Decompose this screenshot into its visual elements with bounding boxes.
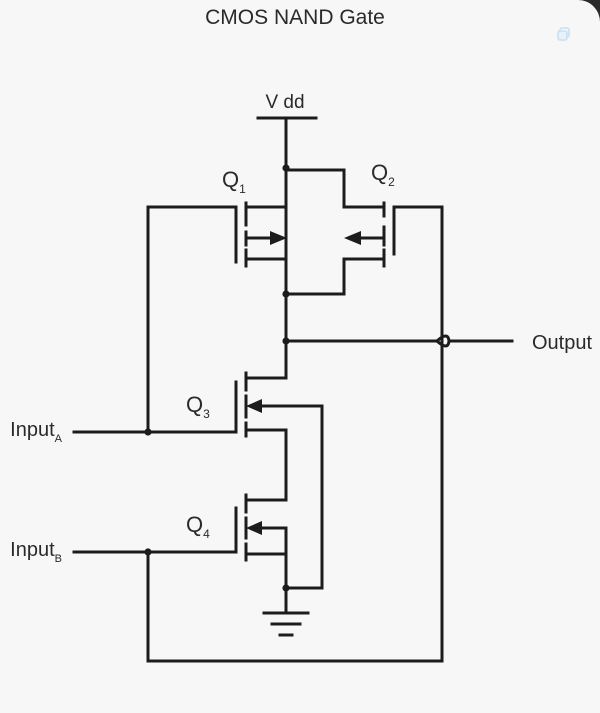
input-a-label: InputA [10, 419, 62, 445]
transistor-q1 [146, 168, 288, 299]
input-b [72, 548, 444, 663]
transistor-q2 [284, 168, 444, 663]
transistor-q3 [146, 205, 324, 590]
output-label: Output [532, 332, 592, 354]
q1-label: Q1 [222, 167, 246, 196]
q4-label: Q4 [186, 512, 210, 541]
output-node [282, 292, 514, 380]
q2-label: Q2 [371, 160, 395, 189]
copy-icon[interactable] [556, 26, 572, 42]
diagram-title: CMOS NAND Gate [205, 6, 385, 29]
ground-symbol [262, 611, 310, 637]
input-a [72, 428, 238, 436]
input-b-label: InputB [10, 539, 62, 565]
q3-label: Q3 [186, 392, 210, 421]
vdd-label: V dd [265, 92, 304, 113]
vdd-supply: V dd [256, 92, 318, 172]
transistor-q4 [234, 493, 324, 614]
